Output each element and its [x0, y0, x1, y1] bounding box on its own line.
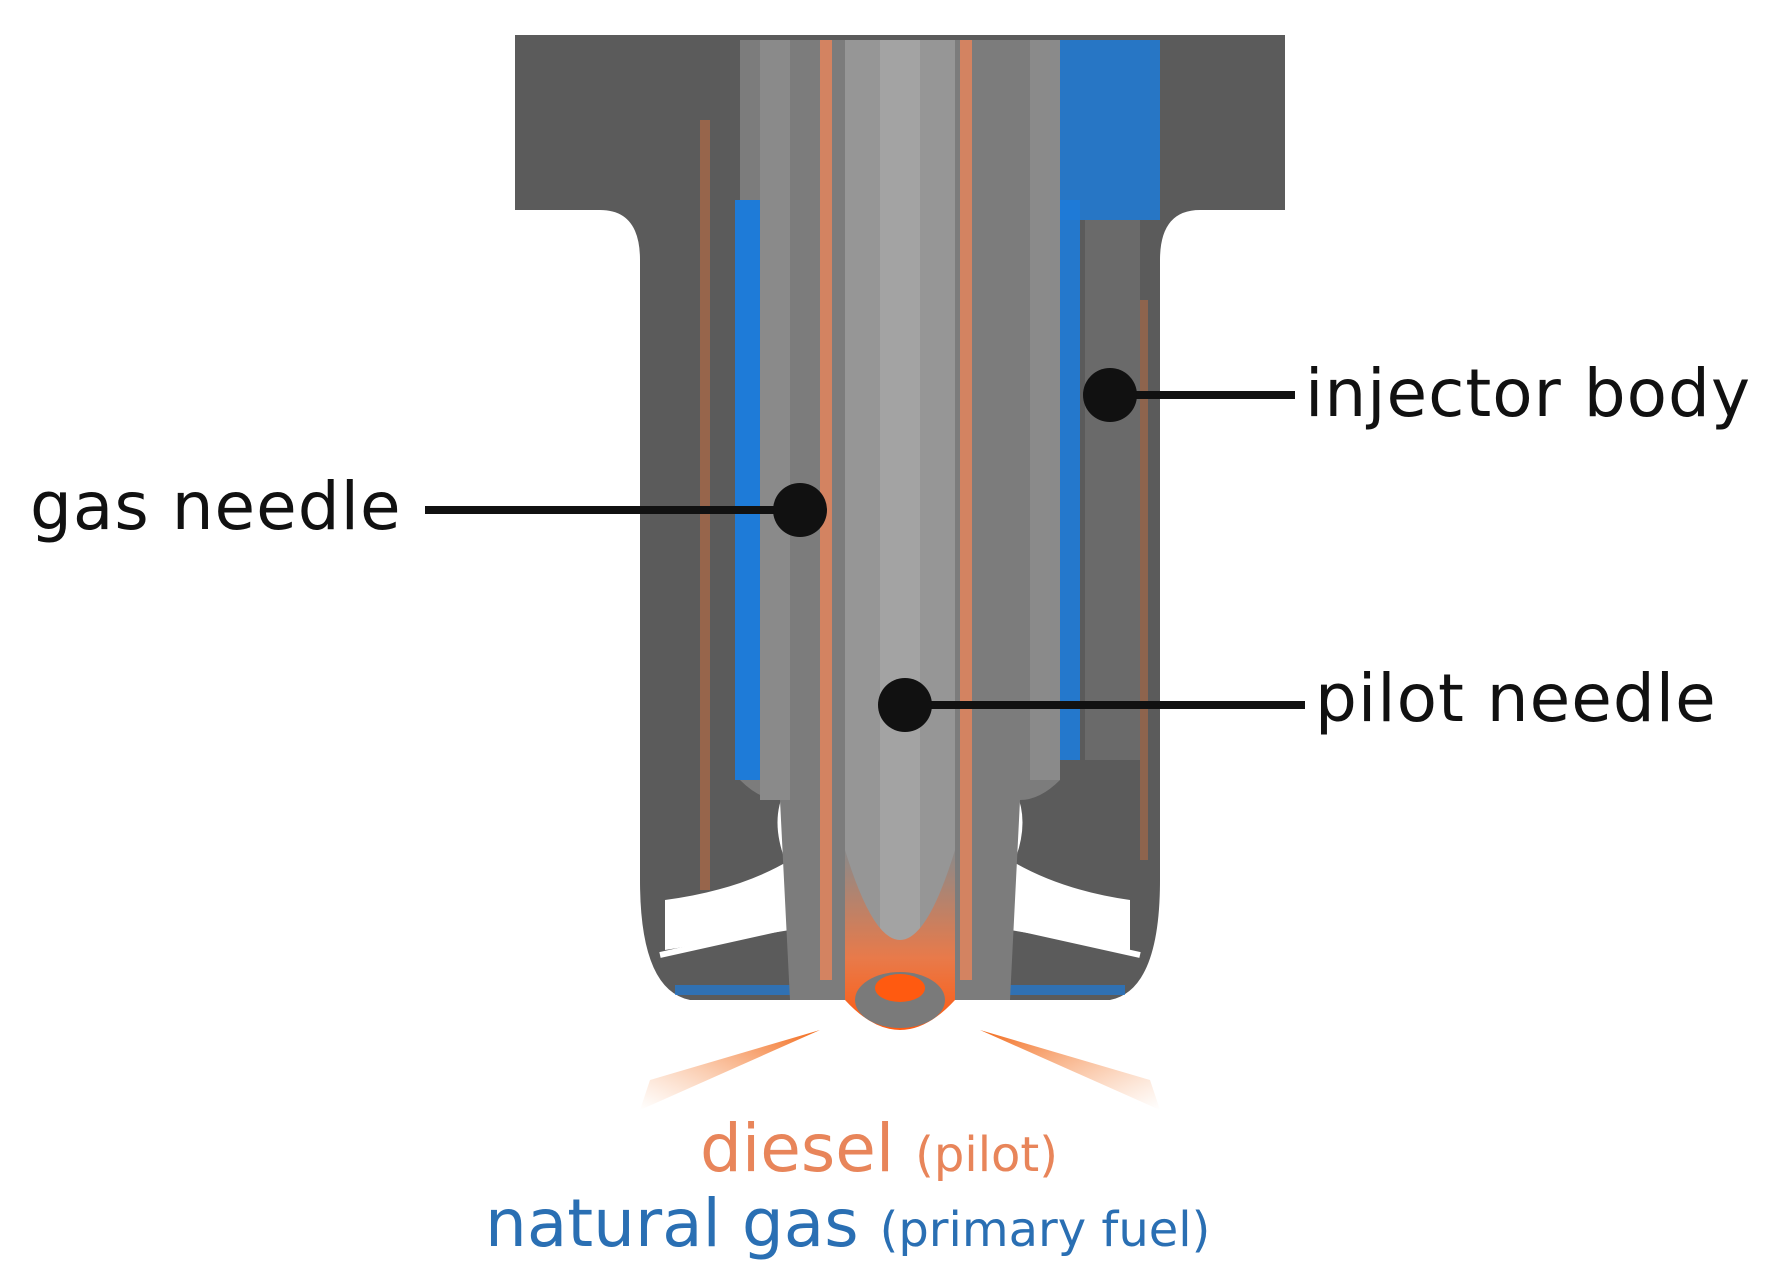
diesel-spray-right [980, 1030, 1160, 1110]
pilot-needle [820, 40, 972, 1030]
leader-gas-needle [425, 483, 827, 537]
legend-natural-gas-note: (primary fuel) [879, 1202, 1211, 1258]
gas-needle-label: gas needle [30, 468, 402, 545]
leader-pilot-needle [878, 678, 1305, 732]
diesel-spray-left [640, 1030, 820, 1110]
legend-diesel-name: diesel [700, 1110, 895, 1187]
leader-injector-body [1083, 368, 1295, 422]
legend-diesel-note: (pilot) [915, 1127, 1058, 1183]
injector-body-label: injector body [1305, 355, 1751, 432]
pilot-needle-label: pilot needle [1315, 660, 1717, 737]
legend-diesel: diesel (pilot) [700, 1110, 1058, 1187]
legend-natural-gas-name: natural gas [485, 1185, 859, 1262]
legend-natural-gas: natural gas (primary fuel) [485, 1185, 1210, 1262]
